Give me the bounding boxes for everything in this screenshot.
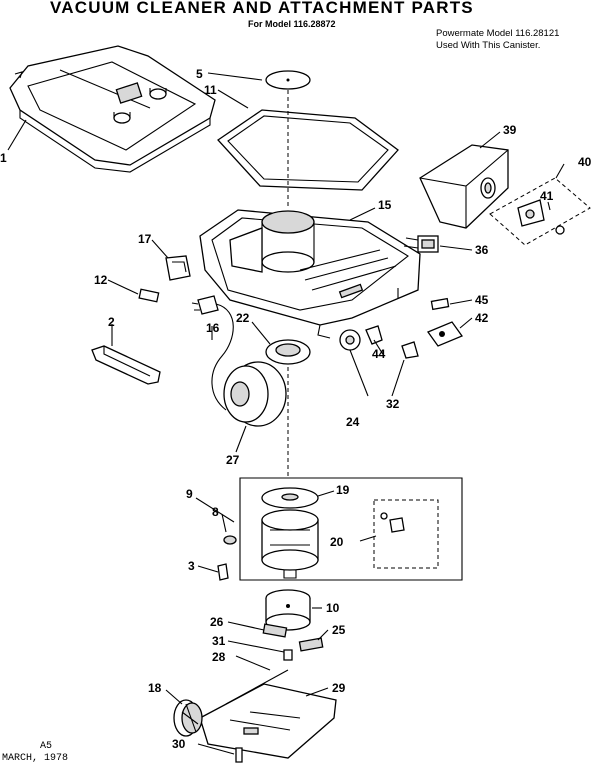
callout-1: 1 [0, 151, 7, 165]
callout-5: 5 [196, 67, 203, 81]
motor-assembly-box [239, 477, 463, 581]
footer-code: A5 [40, 741, 53, 752]
part-handle-strip [91, 345, 161, 385]
callout-8: 8 [212, 505, 219, 519]
part-clip-17 [165, 255, 191, 281]
part-cord-reel [223, 361, 287, 427]
part-attachment-caddy [419, 144, 509, 229]
callout-36: 36 [475, 243, 489, 257]
part-fan-wheel [173, 699, 203, 737]
part-bracket-group [489, 177, 591, 246]
part-gasket-frame [217, 109, 399, 191]
note-line-2: Used With This Canister. [436, 40, 541, 51]
part-screw-30 [235, 747, 243, 763]
callout-41: 41 [540, 189, 554, 203]
callout-28: 28 [212, 650, 226, 664]
part-cylinder-8 [223, 535, 237, 545]
callout-44: 44 [372, 347, 386, 361]
part-power-cord [191, 295, 234, 411]
callout-45: 45 [475, 293, 489, 307]
leader-lines [7, 72, 565, 755]
callout-15: 15 [378, 198, 392, 212]
callout-42: 42 [475, 311, 489, 325]
callout-25: 25 [332, 623, 346, 637]
callout-22: 22 [236, 311, 250, 325]
part-bracket-26 [262, 623, 288, 638]
powermate-note: Powermate Model 116.28121 Used With This… [436, 28, 559, 52]
part-rocker-42 [426, 321, 464, 347]
diagram-title: VACUUM CLEANER AND ATTACHMENT PARTS [50, 0, 474, 17]
part-rod-28 [225, 669, 289, 705]
footer-date: MARCH, 1978 [2, 753, 69, 764]
part-clip-32b [401, 341, 419, 359]
part-switch [403, 235, 439, 253]
callout-3: 3 [188, 559, 195, 573]
part-ring-22 [265, 339, 311, 365]
callout-30: 30 [172, 737, 186, 751]
part-motor [261, 487, 319, 579]
part-base-plate [199, 669, 337, 759]
callout-11: 11 [204, 83, 217, 97]
callout-31: 31 [212, 634, 226, 648]
callout-2: 2 [108, 315, 115, 329]
callout-19: 19 [336, 483, 350, 497]
part-motor-housing [265, 589, 311, 631]
callout-24: 24 [346, 415, 360, 429]
callout-10: 10 [326, 601, 340, 615]
callout-39: 39 [503, 123, 517, 137]
part-wheel-44 [339, 329, 361, 351]
callout-40: 40 [578, 155, 592, 169]
part-brush-inset [373, 499, 439, 569]
callout-17: 17 [138, 232, 152, 246]
part-clip-32a [365, 325, 383, 345]
part-screw-3 [217, 563, 229, 581]
part-disc-5 [265, 70, 311, 90]
callout-26: 26 [210, 615, 224, 629]
callout-20: 20 [330, 535, 344, 549]
part-block-12 [138, 288, 160, 303]
callout-12: 12 [94, 273, 108, 287]
callout-16: 16 [206, 321, 220, 335]
part-canister-body [199, 209, 421, 339]
part-screw-31 [283, 649, 293, 661]
part-bracket-25 [298, 637, 324, 652]
note-line-1: Powermate Model 116.28121 [436, 28, 560, 39]
callout-32: 32 [386, 397, 400, 411]
callout-9: 9 [186, 487, 193, 501]
part-block-45 [430, 297, 450, 311]
diagram-subtitle: For Model 116.28872 [248, 19, 336, 29]
callout-29: 29 [332, 681, 346, 695]
callout-27: 27 [226, 453, 240, 467]
part-cover [9, 45, 216, 173]
callout-18: 18 [148, 681, 162, 695]
